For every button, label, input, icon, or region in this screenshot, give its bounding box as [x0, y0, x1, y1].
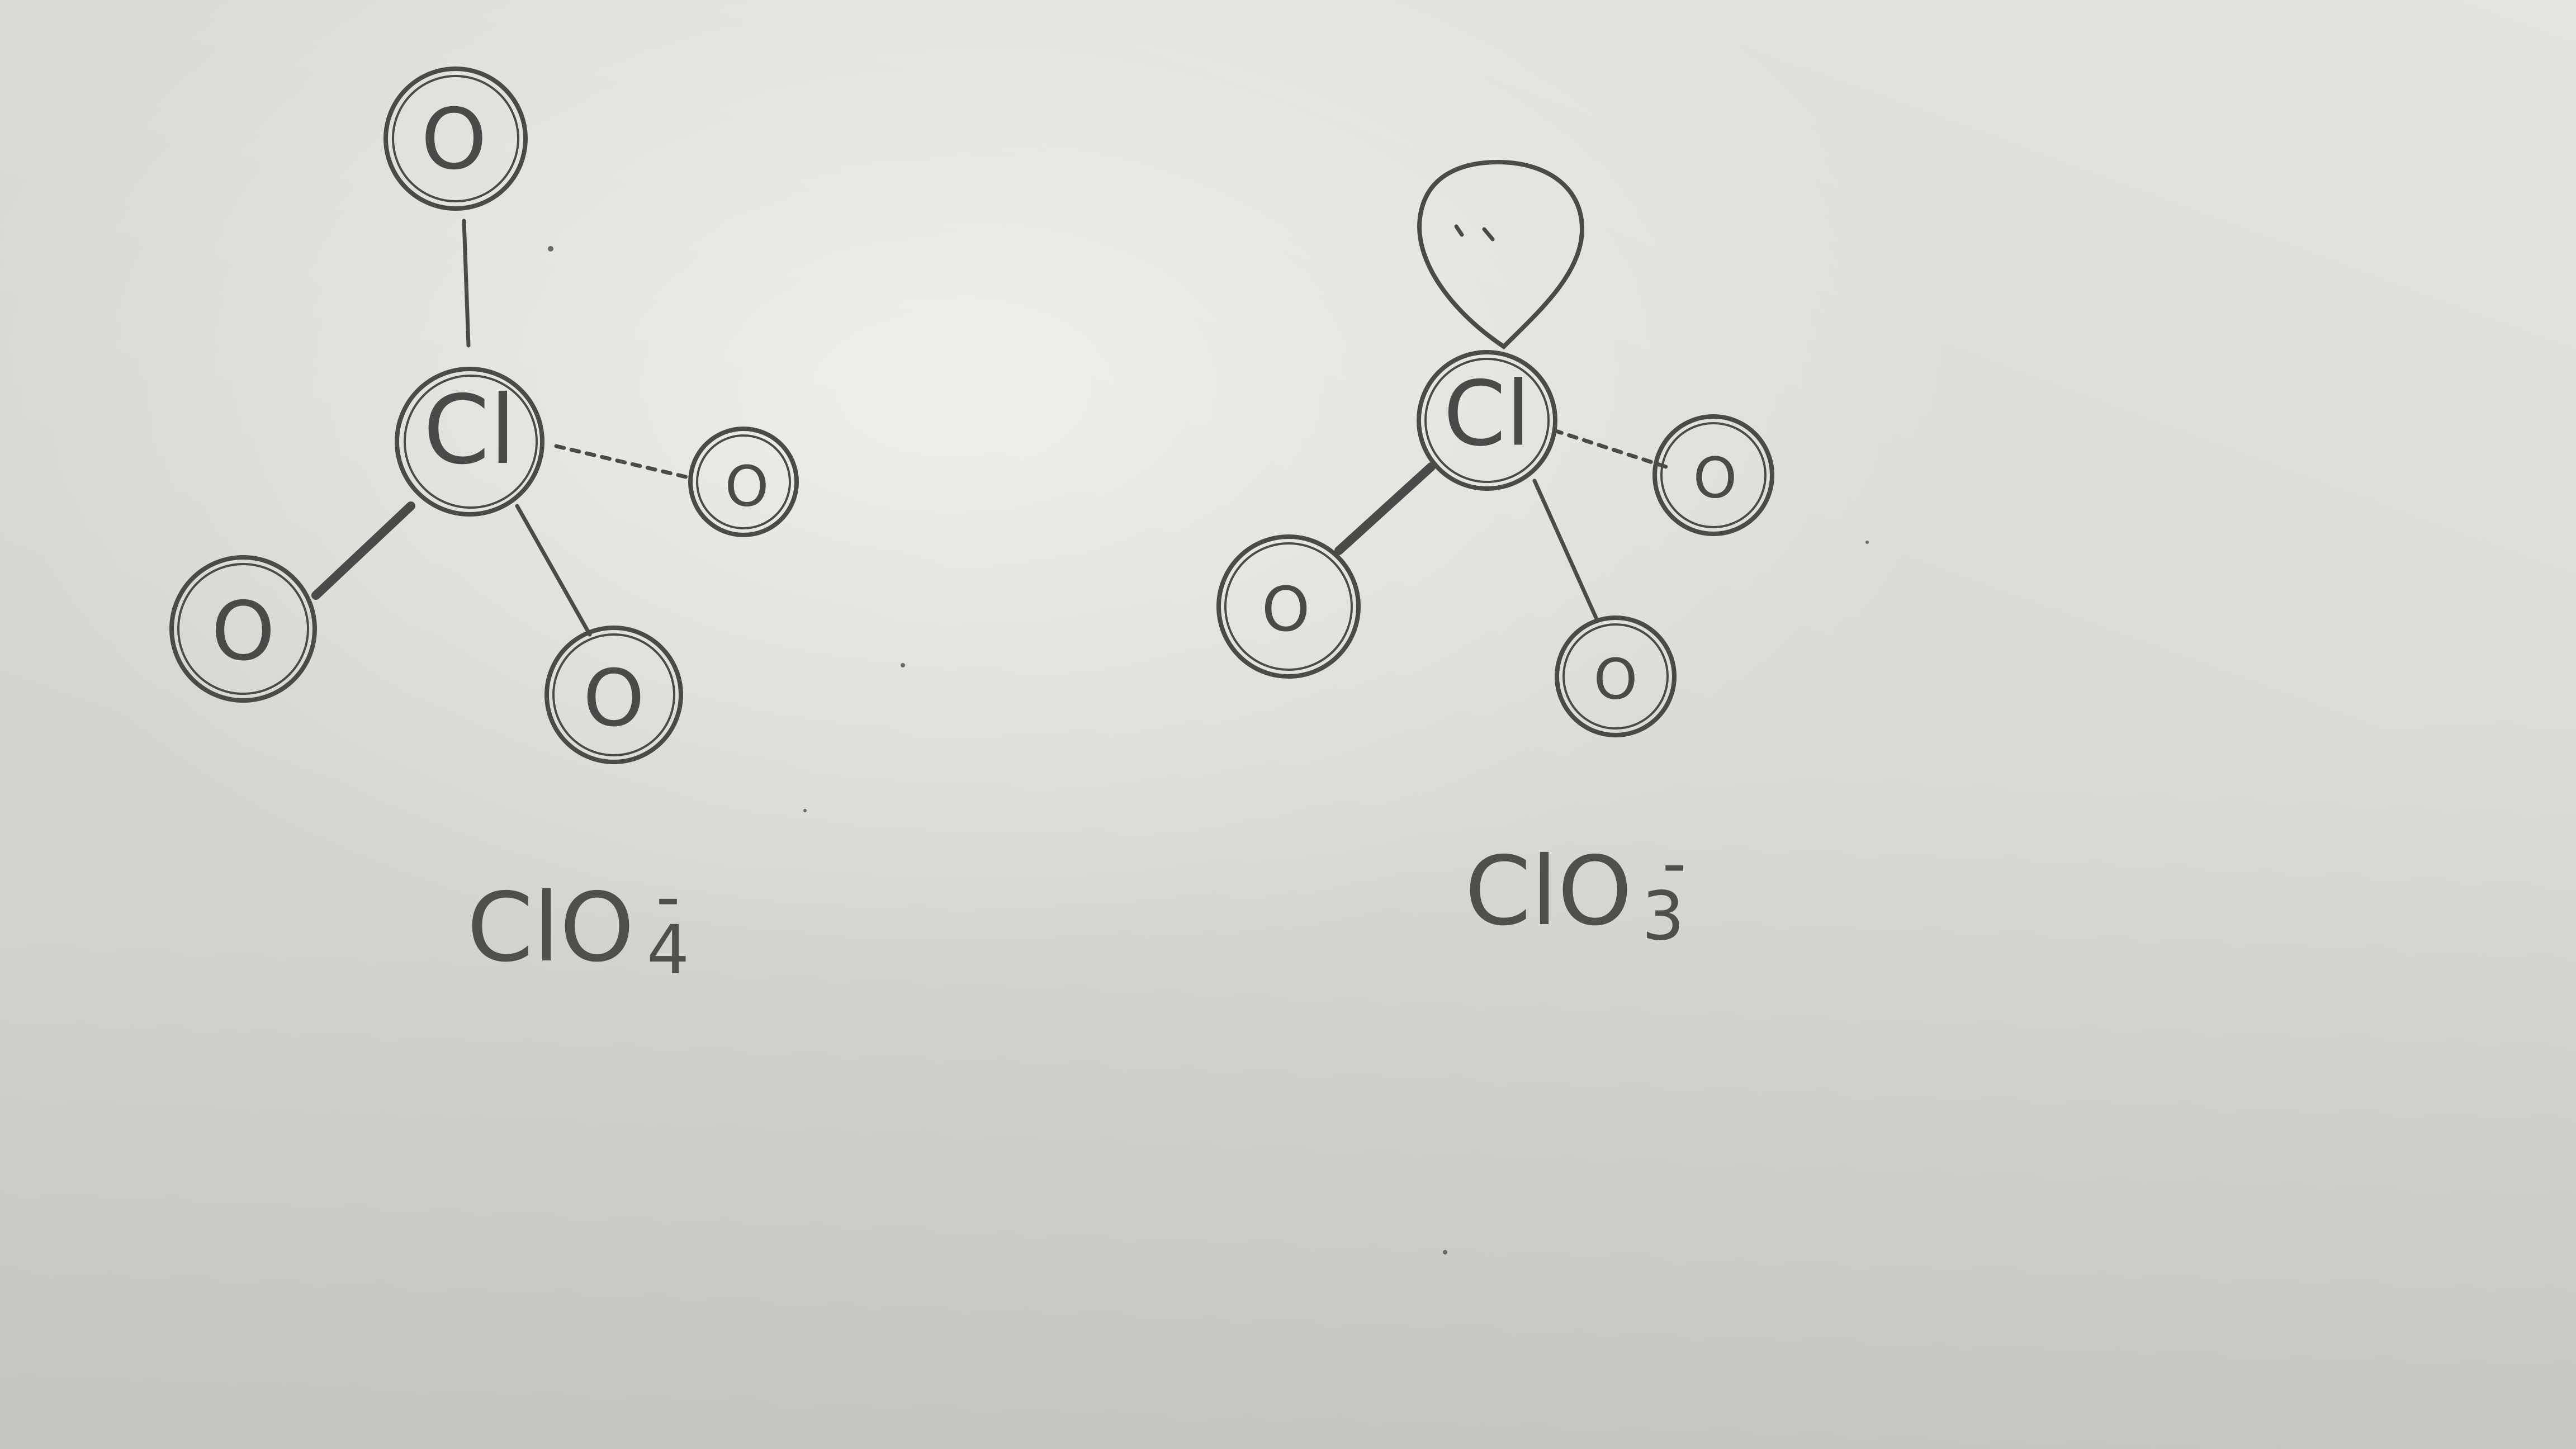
caption-clo3-main: ClO: [1465, 836, 1632, 947]
bond-cl-o-left-wedge: [1334, 462, 1436, 555]
atom-cl-center: Cl: [1417, 350, 1557, 491]
atom-cl-center-label: Cl: [423, 375, 516, 486]
bond-cl-o-bottom: [515, 504, 592, 637]
paper-specks: [548, 246, 1869, 1254]
atom-o-right: O: [688, 427, 799, 537]
molecule-clo3: Cl O O O: [1216, 159, 1774, 956]
atom-cl-center-label: Cl: [1443, 362, 1531, 466]
atom-o-left-label: O: [211, 585, 275, 679]
caption-clo3-superscript: -: [1662, 825, 1686, 903]
atom-o-left: O: [1216, 534, 1361, 679]
atom-o-bottom-label: O: [1594, 647, 1638, 712]
atom-o-top: O: [383, 67, 528, 211]
caption-clo4-superscript: -: [656, 859, 680, 936]
atom-o-top-label: O: [421, 91, 487, 188]
atom-o-left: O: [169, 555, 317, 703]
molecule-clo4: O Cl O O: [169, 67, 799, 989]
lone-pair-lobe: [1417, 159, 1585, 350]
caption-clo3-subscript: 3: [1642, 878, 1684, 956]
bond-cl-o-left-wedge: [311, 501, 415, 600]
atom-o-bottom-label: O: [583, 654, 645, 745]
caption-clo3: ClO 3 -: [1465, 825, 1687, 956]
atom-o-bottom: O: [1555, 615, 1677, 737]
atom-cl-center: Cl: [395, 367, 544, 517]
bond-cl-o-right-dashed: [554, 444, 693, 480]
bond-cl-o-top: [462, 219, 471, 348]
atom-o-bottom: O: [544, 626, 683, 764]
caption-clo4-main: ClO: [467, 873, 634, 983]
bond-cl-o-right-dashed: [1552, 428, 1668, 469]
caption-clo4: ClO 4 -: [467, 859, 689, 989]
atom-o-right-label: O: [725, 454, 769, 519]
bond-cl-o-bottom: [1532, 479, 1598, 620]
atom-o-right-label: O: [1693, 446, 1737, 511]
atom-o-left-label: O: [1262, 574, 1310, 645]
atom-o-right: O: [1652, 414, 1774, 536]
caption-clo4-subscript: 4: [647, 912, 689, 989]
